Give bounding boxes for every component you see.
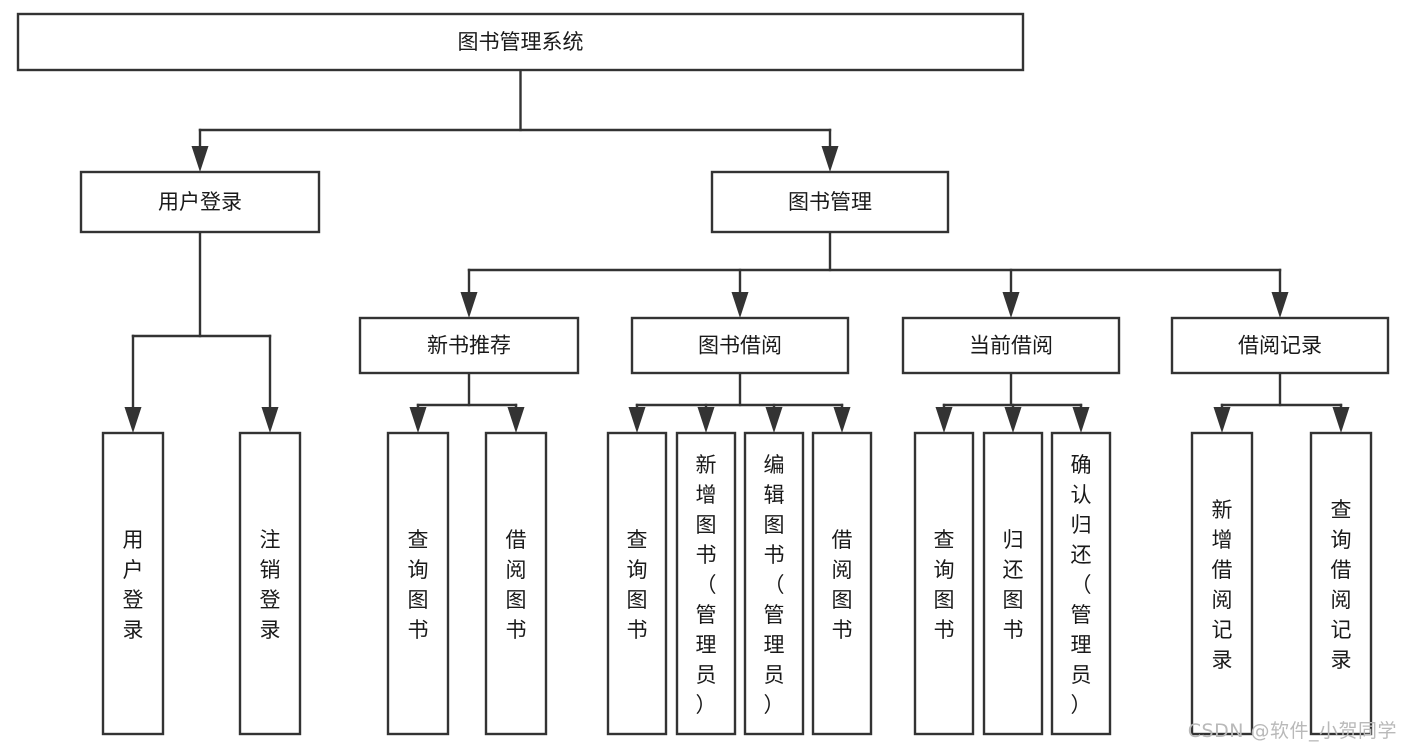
node-label-leaf-add-book: 新增图书（管理员） [696, 453, 717, 717]
connector-group-book-borrow [628, 371, 851, 433]
node-leaf-logout[interactable]: 注销登录 [238, 431, 302, 736]
node-label-leaf-return-book: 归还图书 [1003, 528, 1024, 642]
node-label-leaf-borrow-book-rec: 借阅图书 [506, 528, 527, 642]
node-label-book-borrow: 图书借阅 [698, 334, 782, 358]
node-leaf-borrow-book-rec[interactable]: 借阅图书 [484, 431, 548, 736]
node-label-new-book-rec: 新书推荐 [427, 334, 511, 358]
connector-group-new-book-rec [409, 371, 525, 433]
node-box-leaf-query-record [1309, 431, 1373, 736]
node-borrow-record[interactable]: 借阅记录 [1170, 316, 1390, 375]
node-label-leaf-query-book-borrow: 查询图书 [627, 528, 648, 642]
node-label-leaf-confirm-return: 确认归还（管理员） [1071, 453, 1092, 717]
node-label-leaf-user-login: 用户登录 [123, 528, 144, 642]
node-box-root [16, 12, 1025, 72]
node-box-leaf-confirm-return [1050, 431, 1112, 736]
connector-layer [124, 68, 1350, 433]
node-box-leaf-query-book-borrow [606, 431, 668, 736]
node-box-leaf-borrow-book-rec [484, 431, 548, 736]
node-label-leaf-query-record: 查询借阅记录 [1331, 498, 1352, 672]
node-current-borrow[interactable]: 当前借阅 [901, 316, 1121, 375]
node-box-leaf-add-book [675, 431, 737, 736]
connector-group-book-manage [460, 230, 1289, 318]
connector-group-user-login [124, 230, 279, 433]
node-new-book-rec[interactable]: 新书推荐 [358, 316, 580, 375]
node-leaf-edit-book[interactable]: 编辑图书（管理员） [743, 431, 805, 736]
node-leaf-borrow-book[interactable]: 借阅图书 [811, 431, 873, 736]
node-box-book-manage [710, 170, 950, 234]
node-label-leaf-borrow-book: 借阅图书 [832, 528, 853, 642]
connector-group-borrow-record [1213, 371, 1350, 433]
node-box-new-book-rec [358, 316, 580, 375]
node-box-leaf-edit-book [743, 431, 805, 736]
node-user-login[interactable]: 用户登录 [79, 170, 321, 234]
node-leaf-query-book-rec[interactable]: 查询图书 [386, 431, 450, 736]
node-label-leaf-query-book-rec: 查询图书 [408, 528, 429, 642]
node-box-leaf-query-book-rec [386, 431, 450, 736]
node-book-manage[interactable]: 图书管理 [710, 170, 950, 234]
node-leaf-return-book[interactable]: 归还图书 [982, 431, 1044, 736]
node-label-leaf-logout: 注销登录 [260, 528, 281, 642]
connector-group-current-borrow [935, 371, 1090, 433]
node-box-leaf-logout [238, 431, 302, 736]
node-leaf-query-record[interactable]: 查询借阅记录 [1309, 431, 1373, 736]
node-box-leaf-user-login [101, 431, 165, 736]
node-leaf-confirm-return[interactable]: 确认归还（管理员） [1050, 431, 1112, 736]
node-box-leaf-query-book-cur [913, 431, 975, 736]
node-label-borrow-record: 借阅记录 [1238, 334, 1322, 358]
node-label-current-borrow: 当前借阅 [969, 334, 1053, 358]
node-label-leaf-add-record: 新增借阅记录 [1212, 498, 1233, 672]
node-book-borrow[interactable]: 图书借阅 [630, 316, 850, 375]
node-leaf-user-login[interactable]: 用户登录 [101, 431, 165, 736]
node-label-user-login: 用户登录 [158, 190, 242, 214]
node-leaf-add-book[interactable]: 新增图书（管理员） [675, 431, 737, 736]
node-box-leaf-add-record [1190, 431, 1254, 736]
csdn-watermark: CSDN @软件_小贺同学 [1187, 720, 1397, 742]
node-box-book-borrow [630, 316, 850, 375]
node-root[interactable]: 图书管理系统 [16, 12, 1025, 72]
node-box-borrow-record [1170, 316, 1390, 375]
node-box-current-borrow [901, 316, 1121, 375]
node-leaf-query-book-borrow[interactable]: 查询图书 [606, 431, 668, 736]
node-leaf-add-record[interactable]: 新增借阅记录 [1190, 431, 1254, 736]
node-layer: 图书管理系统用户登录图书管理新书推荐图书借阅当前借阅借阅记录用户登录注销登录查询… [16, 12, 1390, 736]
node-label-leaf-edit-book: 编辑图书（管理员） [764, 453, 785, 717]
node-box-leaf-borrow-book [811, 431, 873, 736]
node-label-root: 图书管理系统 [458, 30, 584, 54]
node-leaf-query-book-cur[interactable]: 查询图书 [913, 431, 975, 736]
node-label-leaf-query-book-cur: 查询图书 [934, 528, 955, 642]
connector-group-root [191, 68, 839, 172]
node-box-leaf-return-book [982, 431, 1044, 736]
node-box-user-login [79, 170, 321, 234]
node-label-book-manage: 图书管理 [788, 190, 872, 214]
